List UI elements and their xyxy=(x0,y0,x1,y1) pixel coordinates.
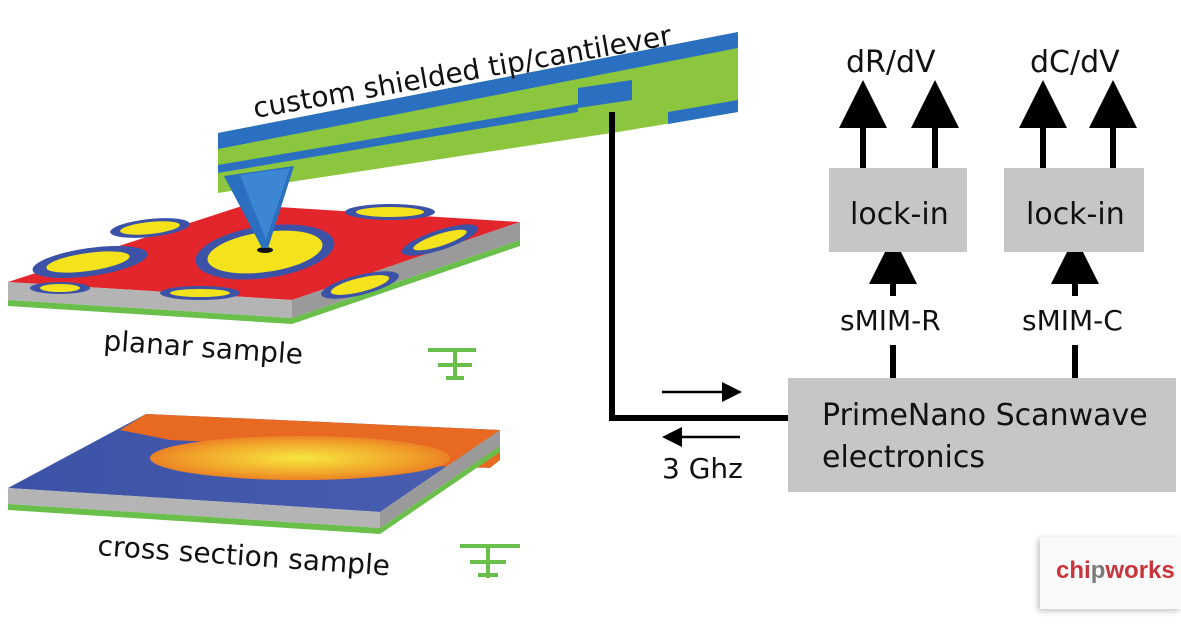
cross-section-block xyxy=(8,414,500,534)
xs-right-side xyxy=(380,430,500,528)
logo-part-1: chi xyxy=(1056,557,1091,584)
planar-map-pattern xyxy=(30,204,479,300)
electronics-label-line1: PrimeNano Scanwave xyxy=(822,398,1148,433)
cross-section-label: cross section sample xyxy=(97,529,392,582)
lockin-left-box xyxy=(829,168,967,252)
lockin-right-label: lock-in xyxy=(1026,197,1125,232)
electronics-label-line2: electronics xyxy=(822,440,985,475)
planar-ground-icon xyxy=(428,348,476,380)
cantilever-mid-shield xyxy=(218,104,578,173)
electronics-box xyxy=(788,378,1176,492)
signal-left-label: sMIM-R xyxy=(840,304,941,337)
cantilever-signal-line xyxy=(578,80,632,108)
xs-ground-layer xyxy=(8,446,500,534)
planar-sample-label: planar sample xyxy=(103,324,305,371)
xs-front-side xyxy=(8,488,380,528)
logo-part-2: p xyxy=(1090,557,1106,584)
signal-wire xyxy=(609,112,790,421)
output-right-label: dC/dV xyxy=(1030,45,1120,80)
chipworks-logo: chipworks xyxy=(1040,537,1181,609)
lockin-left-label: lock-in xyxy=(850,197,949,232)
cross-section-ground-icon xyxy=(460,544,520,578)
xs-hot-region xyxy=(150,436,450,480)
signal-right-label: sMIM-C xyxy=(1022,304,1123,337)
frequency-label: 3 Ghz xyxy=(662,452,743,485)
cantilever xyxy=(218,32,738,248)
cantilever-top-shield xyxy=(218,32,738,149)
cantilever-bottom-shield xyxy=(668,100,738,124)
tip-contact-point xyxy=(257,247,273,253)
logo-part-3: works xyxy=(1105,557,1175,584)
lockin-right-box xyxy=(1004,168,1144,252)
output-left-label: dR/dV xyxy=(846,45,936,80)
planar-sample-block xyxy=(8,204,520,324)
